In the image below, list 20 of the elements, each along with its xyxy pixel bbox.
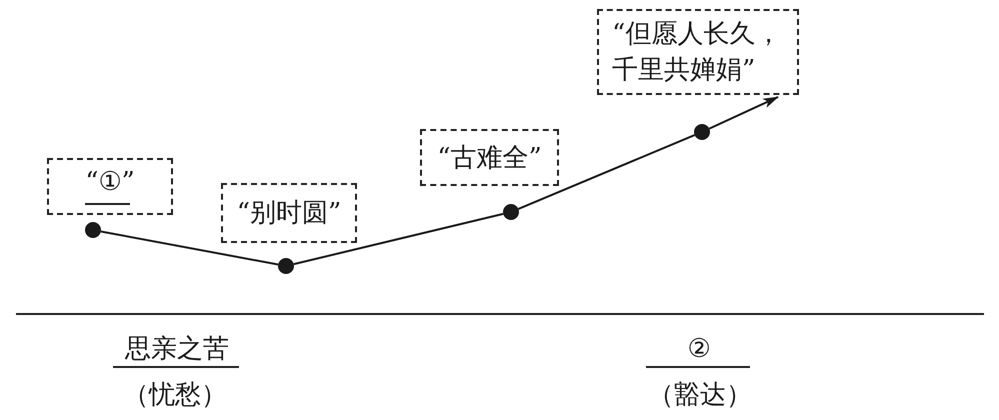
dashed-text-box [420, 129, 559, 186]
dot-marker [503, 204, 519, 220]
dashed-text-box [221, 183, 357, 243]
dashed-text-box [47, 158, 173, 215]
quote-text: “古难全” [437, 142, 542, 174]
connector-line [294, 212, 504, 266]
stage-label: 思亲之苦 [125, 333, 229, 365]
emotion-label: （豁达） [648, 379, 752, 411]
dashed-text-box [597, 9, 799, 95]
dot-marker [278, 258, 294, 274]
blank-number: ② [688, 333, 710, 365]
emotion-label: （忧愁） [123, 379, 227, 411]
quote-text: “但愿人长久，千里共婵娟” [612, 18, 782, 87]
quote-text: “别时圆” [236, 197, 342, 230]
dot-marker [85, 222, 101, 238]
connector-line [100, 230, 278, 266]
dot-marker [694, 124, 710, 140]
quote-text: “①” [85, 166, 135, 198]
arrow [708, 96, 779, 130]
connector-line [518, 134, 695, 210]
